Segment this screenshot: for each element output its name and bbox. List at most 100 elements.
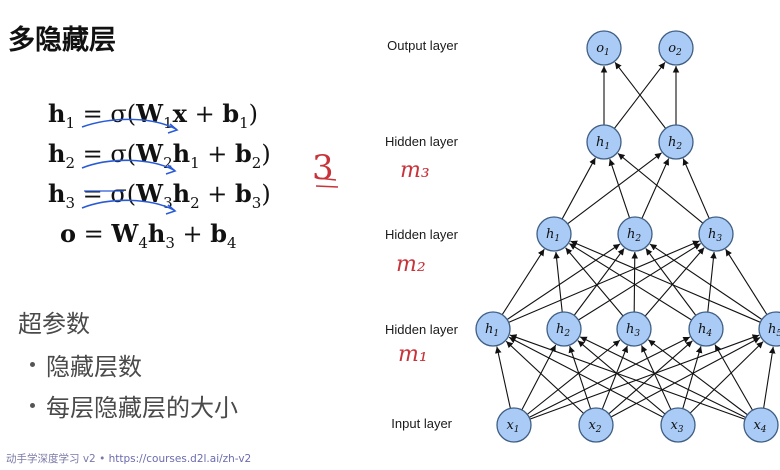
- network-edge: [573, 248, 625, 316]
- network-edge: [608, 158, 631, 219]
- network-edge: [578, 243, 702, 321]
- network-edge: [725, 248, 768, 315]
- network-edge: [505, 340, 584, 414]
- node-hidden1-2: h2: [546, 311, 582, 347]
- node-hidden1-4: h4: [688, 311, 724, 347]
- network-edge: [501, 248, 545, 315]
- node-hidden2-1: h1: [536, 216, 572, 252]
- node-hidden1-1: h1: [475, 311, 511, 347]
- node-circle: [496, 407, 532, 443]
- node-circle: [660, 407, 696, 443]
- network-edge: [601, 345, 629, 410]
- node-input-4: x4: [743, 407, 779, 443]
- node-label: x2: [588, 418, 601, 435]
- network-edge: [689, 341, 764, 414]
- node-circle: [578, 407, 614, 443]
- network-edge: [682, 158, 710, 219]
- node-output-1: o1: [586, 30, 622, 66]
- node-circle: [617, 216, 653, 252]
- node-output-2: o2: [658, 30, 694, 66]
- hyperparameter-item: 每层隐藏层的大小: [18, 388, 238, 423]
- network-edge: [529, 334, 760, 420]
- network-edge: [561, 157, 596, 220]
- node-circle: [698, 216, 734, 252]
- node-input-1: x1: [496, 407, 532, 443]
- handwritten-m1: m₁: [398, 342, 428, 367]
- network-edge: [714, 344, 754, 411]
- network-edge: [509, 334, 746, 420]
- handwritten-3: 3: [312, 148, 334, 188]
- node-label: h5: [768, 322, 780, 339]
- node-circle: [688, 311, 724, 347]
- equation-h3: h3 = σ(W3h2 + b3): [48, 179, 271, 212]
- node-label: h1: [485, 322, 499, 339]
- network-edge: [570, 240, 761, 323]
- node-circle: [475, 311, 511, 347]
- network-edge: [763, 346, 776, 409]
- network-edge: [565, 247, 624, 317]
- network-edge: [610, 336, 761, 418]
- node-hidden2-3: h3: [698, 216, 734, 252]
- node-hidden1-5: h5: [758, 311, 780, 347]
- node-label: h3: [626, 322, 640, 339]
- network-edge: [526, 339, 621, 415]
- node-circle: [658, 30, 694, 66]
- network-edge: [648, 339, 748, 416]
- slide-title: 多隐藏层: [8, 25, 116, 56]
- node-label: o2: [668, 41, 682, 58]
- handwritten-m2: m₂: [396, 252, 426, 277]
- network-edge: [645, 248, 697, 316]
- node-label: h1: [596, 135, 610, 152]
- node-label: x3: [670, 418, 683, 435]
- network-edge: [649, 243, 763, 320]
- footer: 动手学深度学习 v2 • https://courses.d2l.ai/zh-v…: [6, 451, 251, 466]
- node-label: o1: [596, 41, 610, 58]
- network-edge: [579, 336, 746, 419]
- equation-o: o = W4h3 + b4: [60, 219, 237, 252]
- footer-link[interactable]: https://courses.d2l.ai/zh-v2: [108, 453, 252, 465]
- network-edge: [640, 345, 672, 410]
- network-edge: [553, 251, 563, 313]
- network-edge: [631, 251, 639, 313]
- node-circle: [586, 30, 622, 66]
- network-edge: [608, 340, 693, 415]
- node-label: h1: [546, 227, 560, 244]
- node-circle: [586, 124, 622, 160]
- layer-label-hidden2: Hidden layer: [385, 227, 458, 242]
- node-circle: [546, 311, 582, 347]
- network-edge: [506, 243, 621, 321]
- hyperparameter-item: 隐藏层数: [18, 347, 238, 382]
- network-edge: [707, 251, 717, 313]
- handwritten-m3: m₃: [400, 158, 430, 183]
- layer-label-output: Output layer: [387, 38, 458, 53]
- network-edge: [495, 346, 511, 409]
- layer-label-hidden3: Hidden layer: [385, 134, 458, 149]
- node-label: h3: [708, 227, 722, 244]
- node-hidden3-1: h1: [586, 124, 622, 160]
- network-edge: [508, 336, 664, 418]
- network-edge: [508, 240, 700, 323]
- node-input-3: x3: [660, 407, 696, 443]
- node-circle: [743, 407, 779, 443]
- node-hidden2-2: h2: [617, 216, 653, 252]
- node-input-2: x2: [578, 407, 614, 443]
- node-label: h2: [556, 322, 570, 339]
- network-edge: [568, 243, 692, 321]
- node-circle: [616, 311, 652, 347]
- network-edge: [568, 345, 592, 410]
- layer-label-input: Input layer: [391, 416, 452, 431]
- node-circle: [758, 311, 780, 347]
- node-circle: [536, 216, 572, 252]
- network-edge: [567, 152, 662, 225]
- network-edge: [641, 158, 670, 219]
- node-hidden3-2: h2: [658, 124, 694, 160]
- node-circle: [658, 124, 694, 160]
- network-edge: [521, 344, 557, 411]
- node-label: x4: [753, 418, 766, 435]
- node-hidden1-3: h3: [616, 311, 652, 347]
- node-label: h2: [668, 135, 682, 152]
